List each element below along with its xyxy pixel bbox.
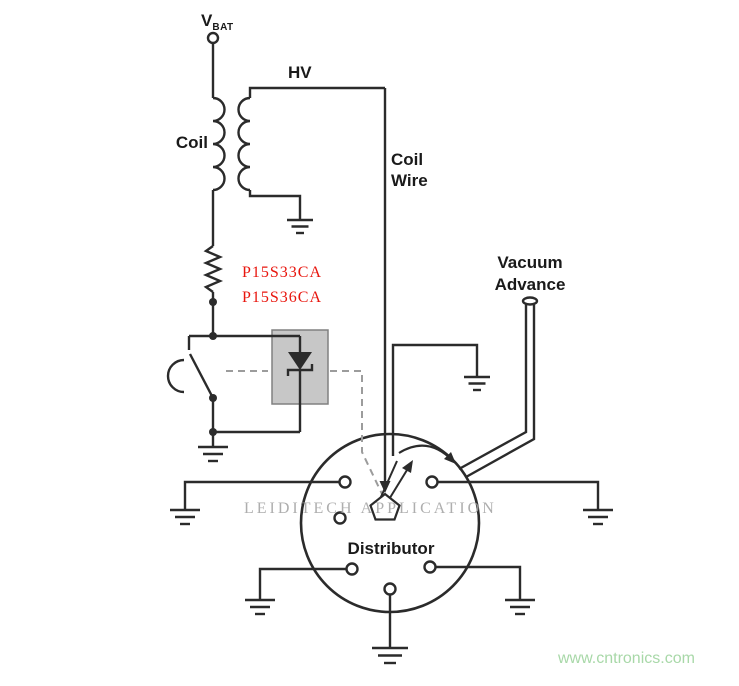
- ballast-resistor: [202, 190, 224, 336]
- ground-symbol-lower-left: [245, 598, 275, 616]
- distributor-label: Distributor: [347, 539, 435, 558]
- coil-label: Coil: [175, 133, 208, 152]
- ground-symbol-lower-right: [505, 598, 535, 616]
- coil-wire-line2: Wire: [391, 171, 428, 190]
- battery-terminal: [206, 31, 220, 98]
- vacuum-line1: Vacuum: [497, 253, 563, 272]
- vbat-label: VBAT: [201, 11, 234, 33]
- mechanical-link-dashed: [226, 370, 383, 495]
- site-watermark: www.cntronics.com: [558, 650, 695, 667]
- ignition-coil: [212, 86, 385, 220]
- condenser-wire: [391, 343, 479, 456]
- part-number-1: P15S33CA: [242, 264, 323, 281]
- breaker-points-switch: [166, 332, 300, 447]
- ground-symbol-right: [583, 508, 613, 526]
- vacuum-advance-tube: [458, 296, 539, 479]
- rotor: [369, 460, 413, 521]
- cap-terminal: [333, 511, 347, 525]
- cap-terminal: [383, 582, 397, 596]
- cap-terminal: [338, 475, 352, 489]
- ground-symbol-bottom: [372, 646, 408, 665]
- cap-terminal: [423, 560, 437, 574]
- tvs-diode: [213, 336, 314, 434]
- rotation-arrow: [398, 444, 456, 464]
- hv-coil-wire: [379, 88, 391, 493]
- hv-label: HV: [288, 63, 312, 82]
- vacuum-line2: Advance: [494, 275, 566, 294]
- part-number-2: P15S36CA: [242, 289, 323, 306]
- cap-terminals: [333, 475, 439, 596]
- vendor-watermark: LEIDITECH APPLICATION: [244, 500, 497, 517]
- ground-symbol-condenser: [464, 375, 490, 392]
- plug-wires-and-grounds: [170, 480, 613, 665]
- ground-symbol-coil: [287, 218, 313, 235]
- cap-terminal: [425, 475, 439, 489]
- vacuum-advance-label: Vacuum Advance: [477, 252, 583, 296]
- ground-symbol-points: [198, 445, 228, 463]
- coil-wire-label: Coil Wire: [391, 149, 428, 191]
- vbat-sub-text: BAT: [212, 22, 234, 33]
- vbat-main-text: V: [201, 11, 213, 30]
- coil-wire-line1: Coil: [391, 150, 424, 169]
- ground-symbol-left: [170, 508, 200, 526]
- cap-terminal: [345, 562, 359, 576]
